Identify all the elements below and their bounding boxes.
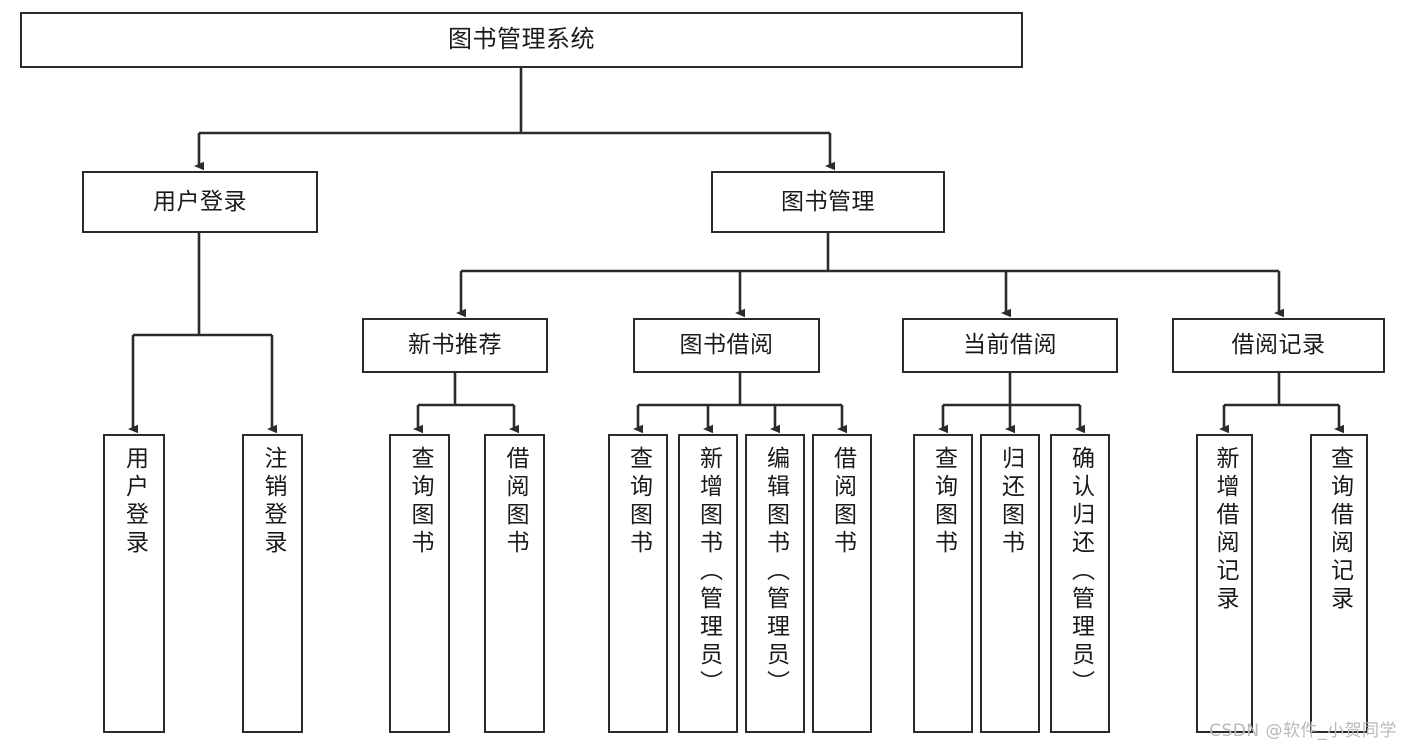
node-label: 图书借阅 — [679, 332, 774, 359]
node-label: 编辑图书（管理员） — [762, 446, 789, 698]
node-label: 借阅图书 — [502, 446, 528, 558]
leaf-confirm-return-admin[interactable]: 确认归还（管理员） — [1050, 434, 1110, 733]
leaf-query-book-recommend[interactable]: 查询图书 — [389, 434, 450, 733]
node-label: 新书推荐 — [408, 332, 502, 359]
leaf-borrow-book-recommend[interactable]: 借阅图书 — [484, 434, 545, 733]
node-label: 确认归还（管理员） — [1067, 446, 1094, 698]
node-label: 用户登录 — [153, 188, 247, 215]
node-label: 查询图书 — [625, 446, 652, 558]
node-label: 新增图书（管理员） — [695, 446, 722, 698]
leaf-user-login[interactable]: 用户登录 — [103, 434, 165, 733]
leaf-return-book[interactable]: 归还图书 — [980, 434, 1040, 733]
leaf-add-borrow-record[interactable]: 新增借阅记录 — [1196, 434, 1253, 733]
leaf-borrow-book[interactable]: 借阅图书 — [812, 434, 872, 733]
node-book-management[interactable]: 图书管理 — [711, 171, 945, 233]
node-label: 图书管理系统 — [448, 25, 595, 54]
node-label: 查询图书 — [930, 446, 957, 558]
node-new-book-recommend[interactable]: 新书推荐 — [362, 318, 548, 373]
node-book-borrow[interactable]: 图书借阅 — [633, 318, 820, 373]
leaf-logout[interactable]: 注销登录 — [242, 434, 303, 733]
node-label: 借阅图书 — [829, 446, 856, 558]
node-root-system[interactable]: 图书管理系统 — [20, 12, 1023, 68]
node-label: 当前借阅 — [963, 332, 1057, 359]
node-label: 借阅记录 — [1231, 332, 1326, 359]
node-label: 用户登录 — [121, 446, 148, 558]
leaf-edit-book-admin[interactable]: 编辑图书（管理员） — [745, 434, 805, 733]
node-user-login[interactable]: 用户登录 — [82, 171, 318, 233]
leaf-query-book-current[interactable]: 查询图书 — [913, 434, 973, 733]
node-label: 新增借阅记录 — [1212, 446, 1238, 614]
leaf-add-book-admin[interactable]: 新增图书（管理员） — [678, 434, 738, 733]
node-label: 注销登录 — [260, 446, 286, 558]
leaf-query-borrow-record[interactable]: 查询借阅记录 — [1310, 434, 1368, 733]
node-label: 查询借阅记录 — [1326, 446, 1353, 614]
csdn-watermark: CSDN @软件_小贺同学 — [1209, 721, 1397, 741]
node-label: 图书管理 — [781, 188, 875, 215]
node-borrow-record[interactable]: 借阅记录 — [1172, 318, 1385, 373]
leaf-query-book-borrow[interactable]: 查询图书 — [608, 434, 668, 733]
node-current-borrow[interactable]: 当前借阅 — [902, 318, 1118, 373]
node-label: 查询图书 — [407, 446, 433, 558]
node-label: 归还图书 — [997, 446, 1024, 558]
